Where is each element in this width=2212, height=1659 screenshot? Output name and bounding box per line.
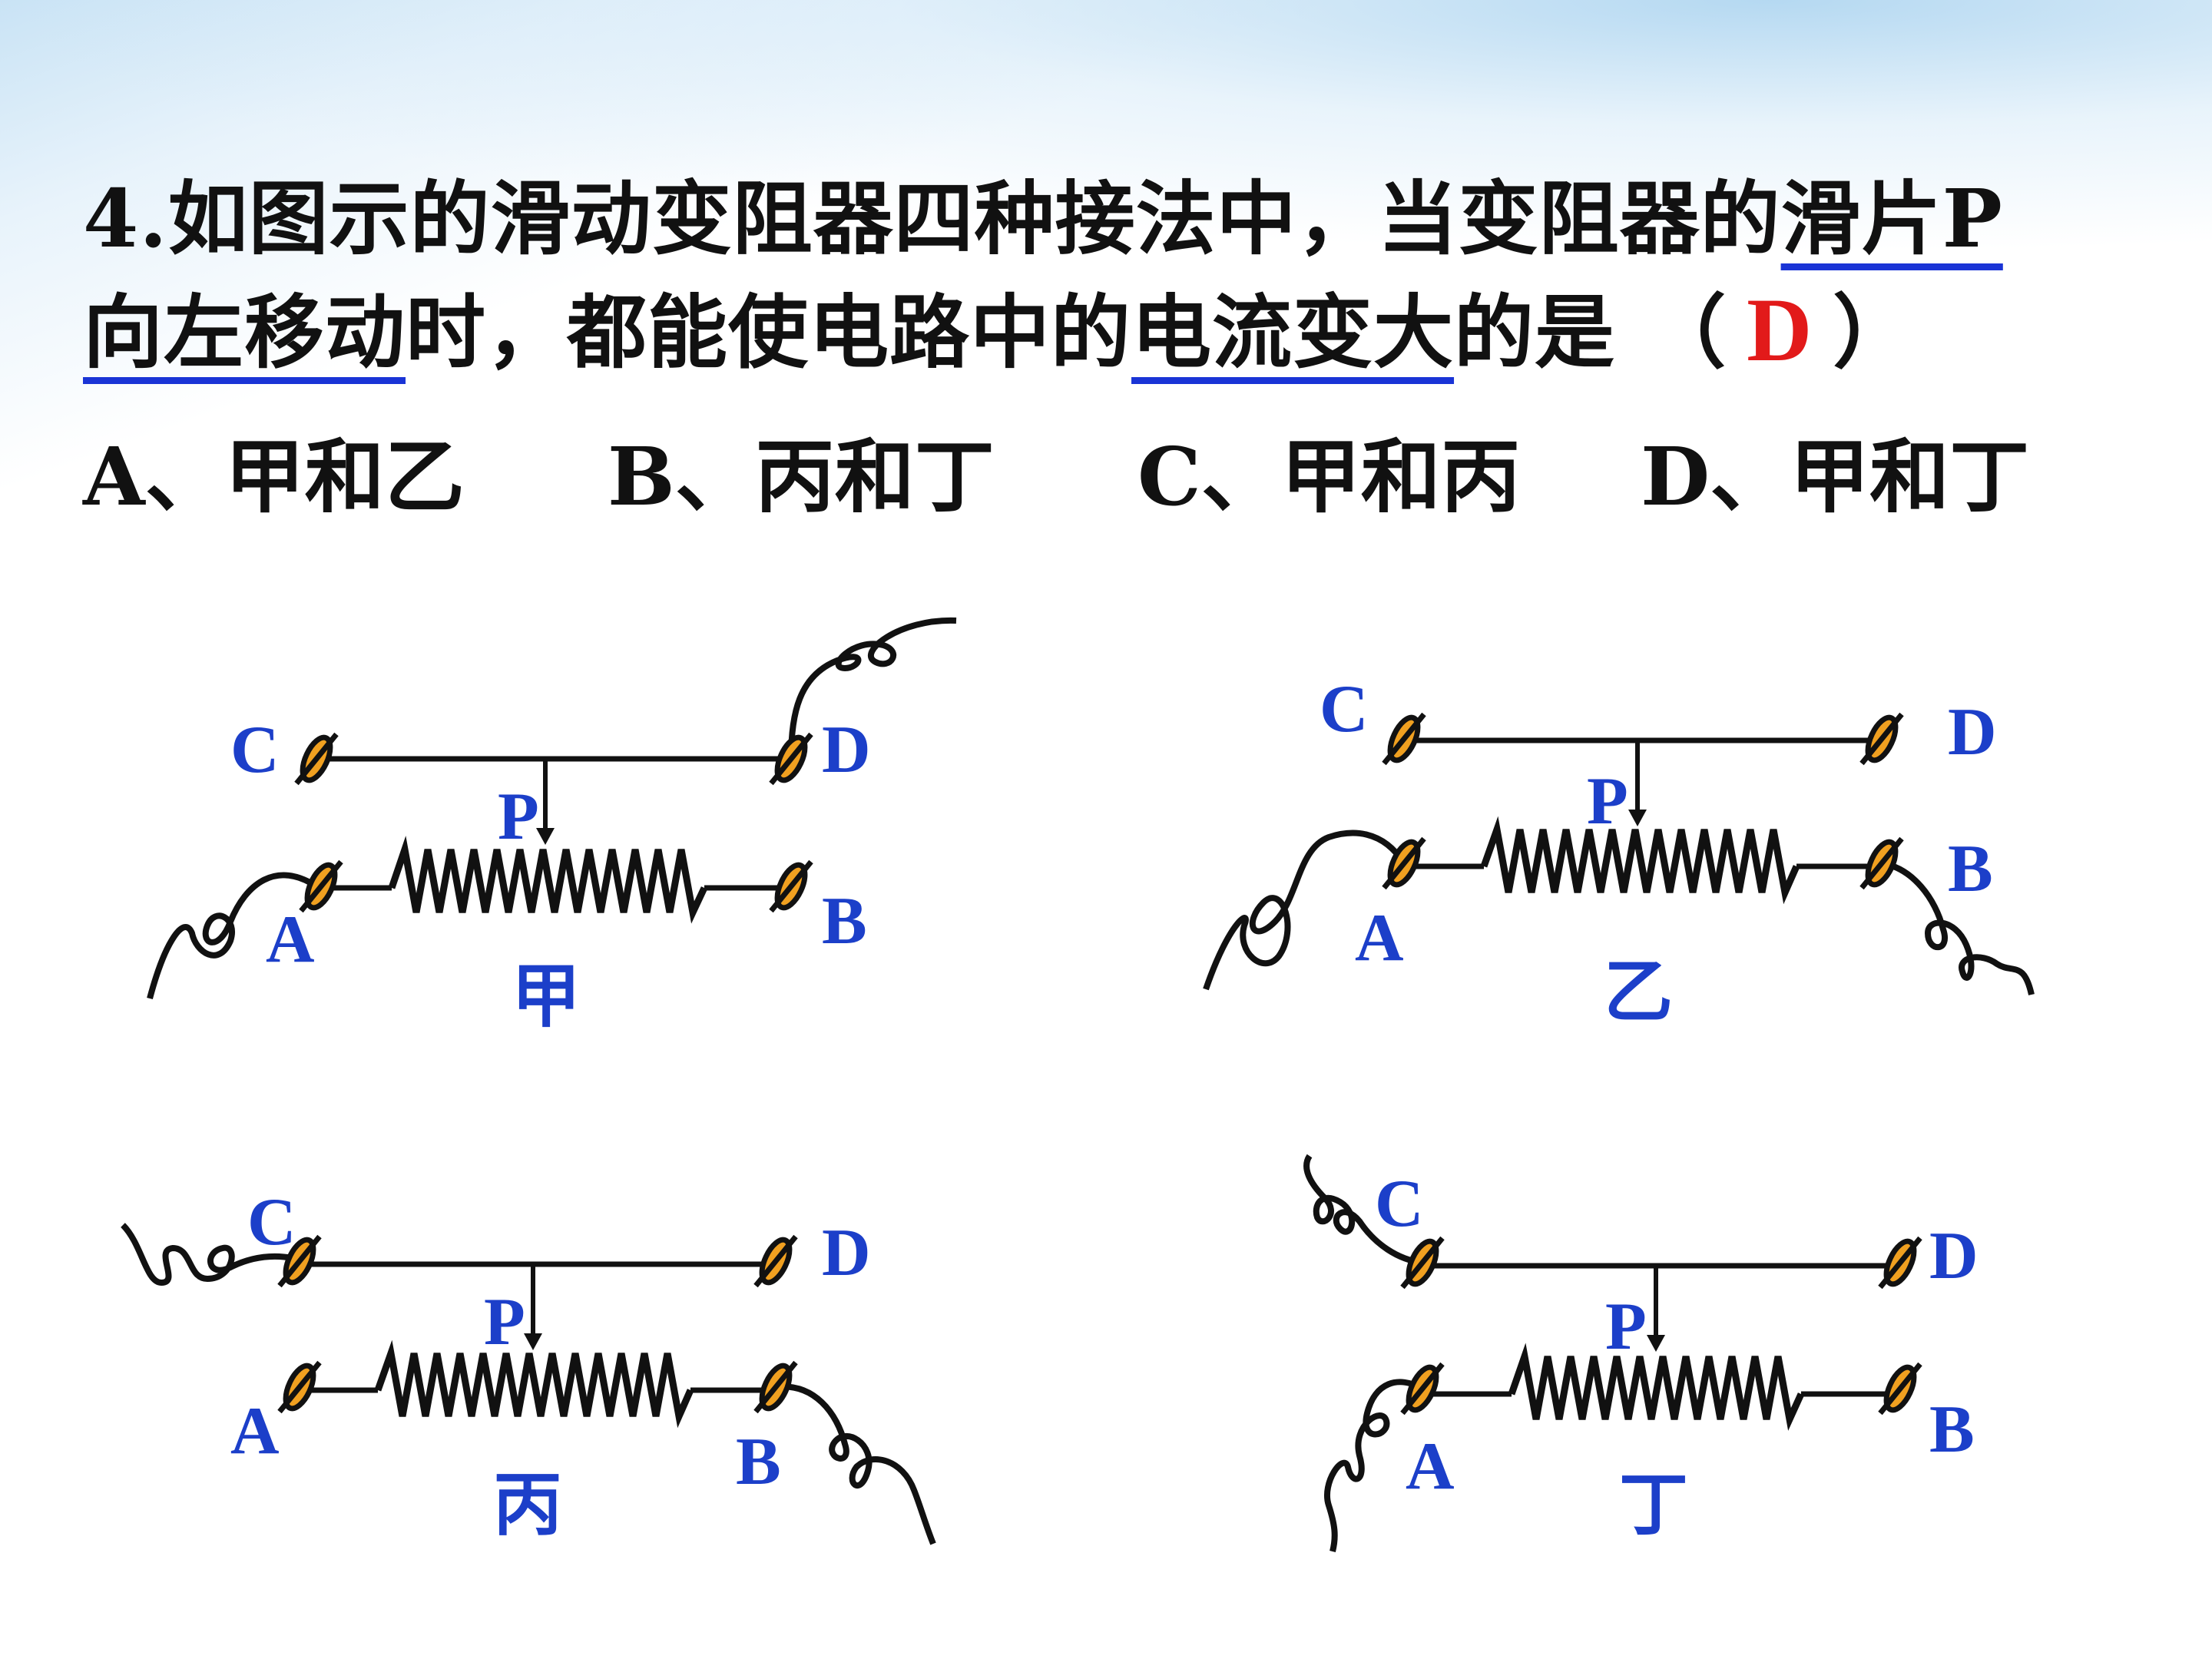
question-text-prefix: 4.如图示的滑动变阻器四种接法中，当变阻器的 [83,171,1781,266]
diagram-jia: C D A B P 甲 [147,617,957,1037]
question-line-1: 4.如图示的滑动变阻器四种接法中，当变阻器的滑片P [83,154,2003,270]
wire-c [121,1223,300,1286]
label-c: C [230,713,280,787]
caption-yi: 乙 [1604,952,1673,1032]
label-c: C [1375,1167,1424,1241]
terminal-b [756,1362,796,1412]
label-p: P [484,1285,525,1359]
terminal-d [1862,714,1902,764]
option-b: B、丙和丁 [607,429,995,524]
label-d: D [1929,1219,1979,1293]
wire-a [1203,830,1407,991]
wire-a [147,872,319,1000]
terminal-d [771,733,811,784]
label-a: A [1355,901,1404,975]
wire-d [788,617,957,760]
slider-arrowhead [1647,1335,1665,1352]
terminal-a [1402,1363,1442,1414]
caption-jia: 甲 [512,956,581,1037]
label-b: B [822,884,867,959]
slider-arrowhead [524,1333,542,1350]
diagram-bing: C D A B P 丙 [121,1185,936,1545]
label-a: A [266,902,315,977]
option-c: C、甲和丙 [1137,429,1521,524]
terminal-b [1862,838,1902,889]
wire-b [775,1383,936,1545]
underlined-slider-text: 滑片P [1780,171,2003,266]
diagram-yi: C D A B P 乙 [1203,672,2035,1032]
wire-b [1881,860,2035,995]
option-d: D、甲和丁 [1641,429,2030,524]
terminal-d [1880,1237,1920,1288]
answer-text: D [1747,280,1813,380]
options-row: A、甲和乙 B、丙和丁 C、甲和丙 D、甲和丁 [83,412,2029,528]
label-c: C [247,1185,296,1260]
question-text-suffix: 的是 [1454,285,1616,379]
question-line-2: 向左移动时，都能使电路中的电流变大的是 （D） [83,267,1913,383]
caption-bing: 丙 [493,1465,562,1545]
paren-open: （ [1646,285,1727,379]
terminal-d [756,1236,796,1286]
terminal-b [1880,1363,1920,1414]
label-p: P [1605,1290,1647,1364]
terminal-c [1384,714,1424,764]
label-p: P [1587,764,1628,839]
label-b: B [1929,1392,1975,1467]
resistance-coil [374,1339,694,1429]
underlined-current-text: 电流变大 [1131,285,1455,379]
question-text-middle: 时，都能使电路中的 [406,285,1132,379]
terminal-c [1402,1237,1442,1288]
label-b: B [736,1425,781,1499]
wire-a [1324,1379,1424,1552]
slider-arrowhead [536,828,555,845]
slider-arrowhead [1628,810,1647,826]
resistance-coil [1480,816,1800,905]
terminal-b [771,861,811,912]
terminal-a [280,1362,320,1412]
label-p: P [498,780,539,854]
paren-close: ） [1833,285,1914,379]
label-d: D [822,1216,871,1290]
terminal-c [296,733,336,784]
label-a: A [230,1394,280,1469]
label-d: D [822,713,871,787]
wire-c [1303,1154,1423,1266]
caption-ding: 丁 [1619,1465,1688,1545]
option-a: A、甲和乙 [83,429,465,524]
underlined-move-left-text: 向左移动 [83,285,406,379]
resistance-coil [1508,1343,1805,1431]
label-a: A [1406,1429,1455,1504]
label-c: C [1320,672,1369,747]
diagram-ding: C D A B P 丁 [1303,1154,1979,1552]
label-b: B [1948,832,1993,906]
label-d: D [1948,695,1997,770]
background-glow [0,0,2212,253]
resistance-coil [388,836,708,924]
